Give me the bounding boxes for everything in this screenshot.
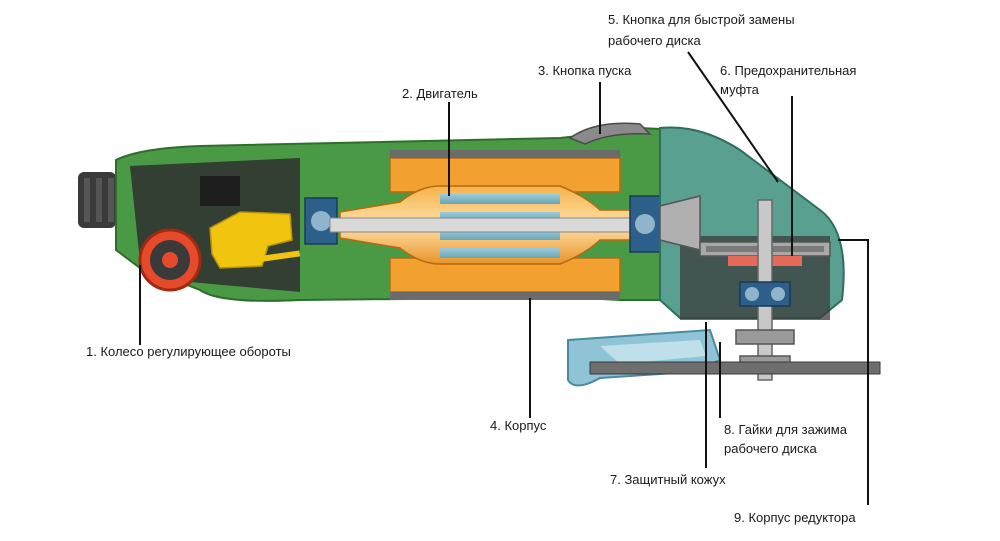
- speed-control-wheel: [138, 228, 202, 292]
- cable-boot: [78, 172, 116, 228]
- motor-armature: [329, 185, 671, 265]
- switch-assembly: [200, 176, 301, 269]
- leader-9: [838, 239, 869, 505]
- label-speed-wheel: 1. Колесо регулирующее обороты: [86, 344, 291, 359]
- protective-guard: [567, 328, 722, 387]
- leader-5: [687, 51, 779, 183]
- front-bearing: [629, 195, 661, 253]
- leader-lines: [139, 51, 869, 505]
- start-button: [568, 122, 652, 145]
- safety-clutch: [728, 256, 802, 266]
- label-clamp-nuts-line2: рабочего диска: [724, 441, 817, 456]
- label-safety-clutch-line2: муфта: [720, 82, 760, 97]
- label-quick-change-button-line1: 5. Кнопка для быстрой замены: [608, 12, 795, 27]
- label-housing: 4. Корпус: [490, 418, 547, 433]
- labels: 1. Колесо регулирующее обороты 2. Двигат…: [86, 12, 856, 525]
- grinding-disc: [589, 361, 881, 375]
- label-protective-guard: 7. Защитный кожух: [610, 472, 726, 487]
- label-motor: 2. Двигатель: [402, 86, 478, 101]
- label-clamp-nuts-line1: 8. Гайки для зажима: [724, 422, 848, 437]
- label-safety-clutch-line1: 6. Предохранительная: [720, 63, 856, 78]
- label-quick-change-button-line2: рабочего диска: [608, 33, 701, 48]
- label-gearbox-housing: 9. Корпус редуктора: [734, 510, 856, 525]
- label-start-button: 3. Кнопка пуска: [538, 63, 632, 78]
